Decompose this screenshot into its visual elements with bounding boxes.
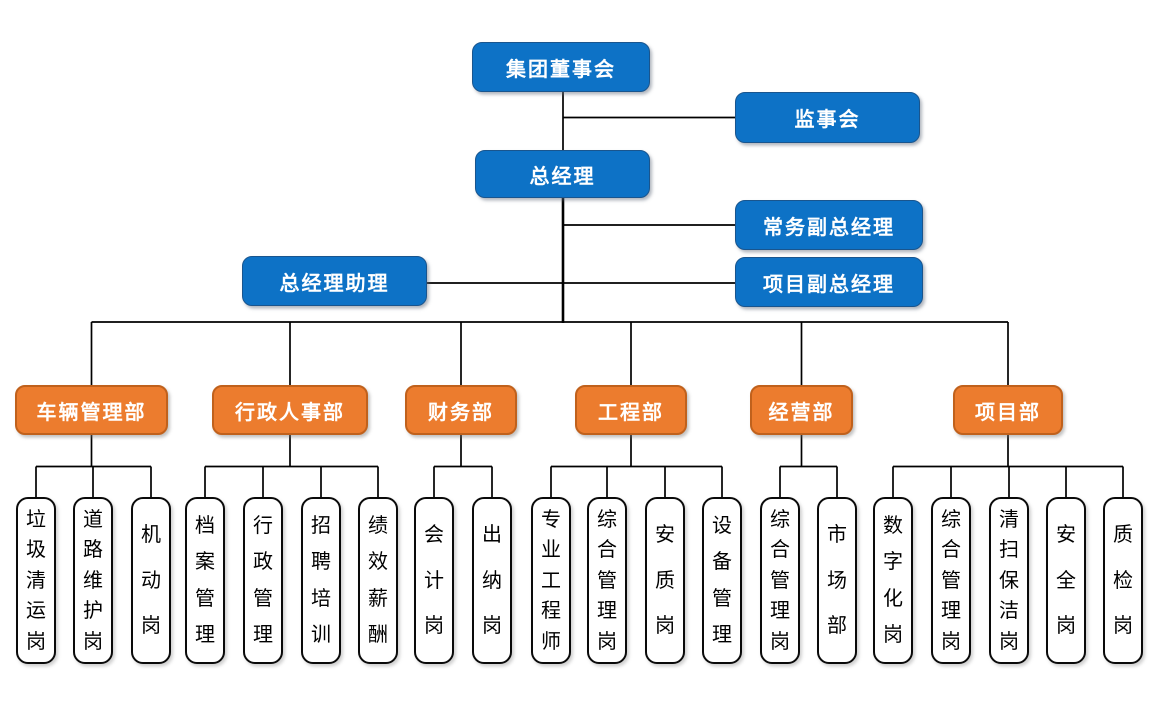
position-node: 出纳岗 — [472, 497, 512, 664]
position-node: 垃圾清运岗 — [16, 497, 56, 664]
position-node: 综合管理岗 — [760, 497, 800, 664]
position-node: 绩效薪酬 — [358, 497, 398, 664]
position-node: 质检岗 — [1103, 497, 1143, 664]
position-node: 行政管理 — [243, 497, 283, 664]
position-node: 设备管理 — [702, 497, 742, 664]
position-node: 综合管理岗 — [931, 497, 971, 664]
position-node: 档案管理 — [185, 497, 225, 664]
node-executive-deputy-gm: 常务副总经理 — [735, 200, 923, 250]
position-node: 安全岗 — [1046, 497, 1086, 664]
position-node: 安质岗 — [645, 497, 685, 664]
node-general-manager: 总经理 — [475, 150, 650, 198]
node-board-of-directors: 集团董事会 — [472, 42, 650, 92]
position-node: 招聘培训 — [301, 497, 341, 664]
dept-project: 项目部 — [953, 385, 1063, 435]
dept-admin-hr: 行政人事部 — [212, 385, 368, 435]
dept-engineering: 工程部 — [575, 385, 687, 435]
node-project-deputy-gm: 项目副总经理 — [735, 257, 923, 307]
position-node: 机动岗 — [131, 497, 171, 664]
node-supervisory-board: 监事会 — [735, 92, 920, 143]
position-node: 市场部 — [817, 497, 857, 664]
dept-operations: 经营部 — [750, 385, 853, 435]
position-node: 清扫保洁岗 — [989, 497, 1029, 664]
position-node: 会计岗 — [414, 497, 454, 664]
dept-vehicle-management: 车辆管理部 — [15, 385, 168, 435]
position-node: 综合管理岗 — [587, 497, 627, 664]
dept-finance: 财务部 — [405, 385, 517, 435]
position-node: 专业工程师 — [531, 497, 571, 664]
position-node: 道路维护岗 — [73, 497, 113, 664]
node-gm-assistant: 总经理助理 — [242, 256, 427, 306]
position-node: 数字化岗 — [873, 497, 913, 664]
